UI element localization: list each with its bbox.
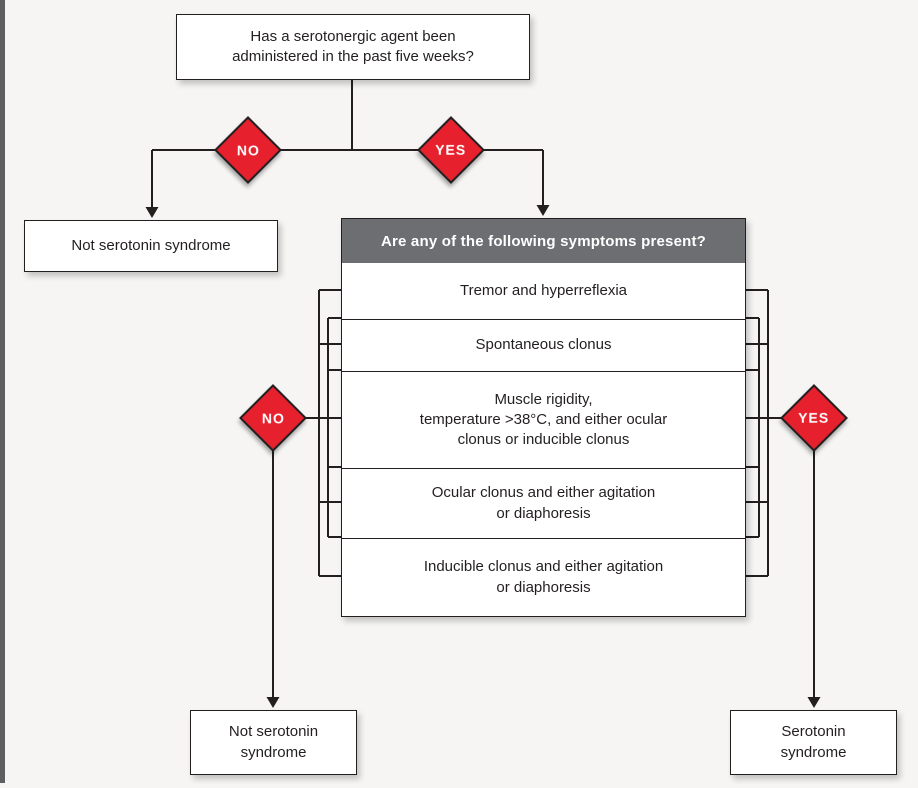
decision-label-no: NO (236, 142, 260, 158)
symptom-row: Muscle rigidity, temperature >38°C, and … (342, 371, 745, 468)
decision-label-no: NO (261, 410, 285, 426)
page-edge-bar (0, 0, 5, 783)
symptom-row: Tremor and hyperreflexia (459, 281, 627, 299)
arrowhead-down-icon (145, 207, 159, 218)
decision-label-yes: YES (435, 141, 467, 158)
outcome-box-not-serotonin-syndrome-top: Not serotonin syndrome (24, 220, 278, 272)
arrowhead-down-icon (807, 697, 821, 708)
arrowheads (145, 205, 821, 708)
symptoms-panel-header: Are any of the following symptoms presen… (342, 219, 745, 263)
symptom-row: Inducible clonus and either agitation or… (342, 538, 745, 616)
outcome-box-not-serotonin-syndrome-bottom: Not serotonin syndrome (190, 710, 357, 775)
arrowhead-down-icon (266, 697, 280, 708)
outcome-box-serotonin-syndrome: Serotonin syndrome (730, 710, 897, 775)
arrowhead-down-icon (536, 205, 550, 216)
question-box: Has a serotonergic agent been administer… (176, 14, 530, 80)
symptom-row: Spontaneous clonus (342, 319, 745, 371)
decision-label-yes: YES (798, 409, 830, 426)
symptom-row: Ocular clonus and either agitation or di… (342, 468, 745, 538)
symptoms-panel: Are any of the following symptoms presen… (341, 218, 746, 617)
